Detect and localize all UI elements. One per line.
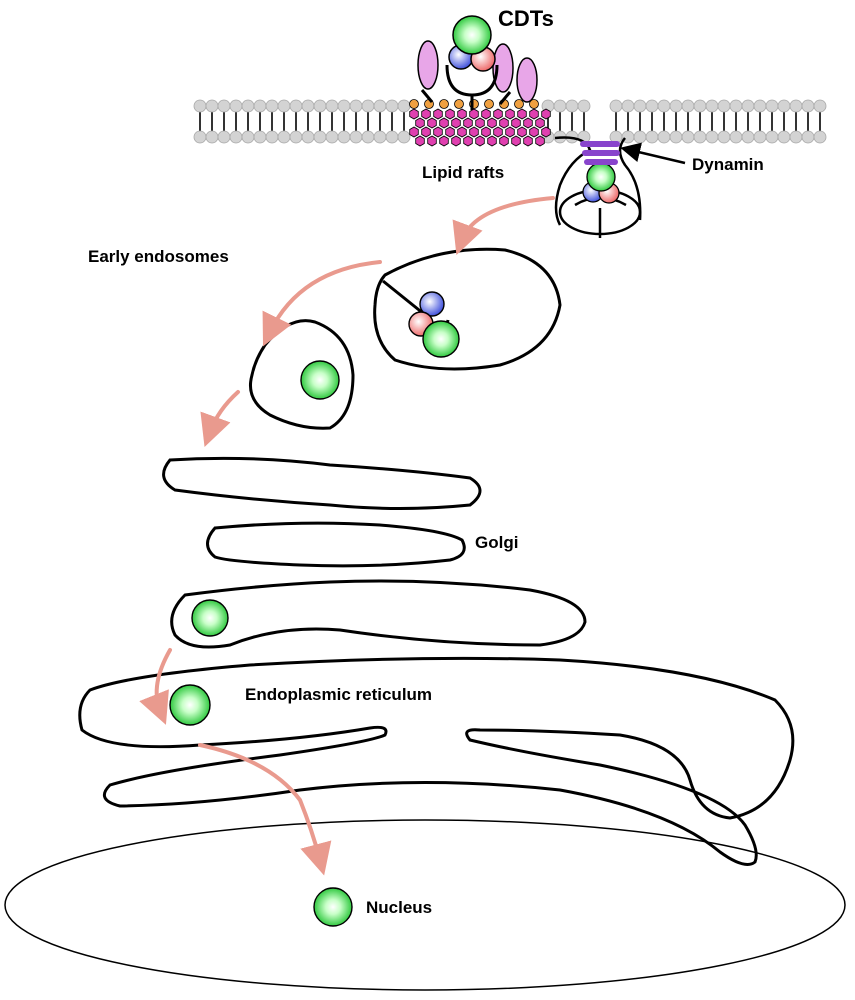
dynamin-pointer — [620, 142, 686, 165]
cdt-toxin-surface — [420, 15, 512, 110]
arrow-endosome-to-golgi — [200, 390, 240, 448]
dynamin-ring — [580, 141, 620, 165]
label-lipid-rafts: Lipid rafts — [422, 163, 504, 182]
label-nucleus: Nucleus — [366, 898, 432, 917]
label-golgi: Golgi — [475, 533, 518, 552]
early-endosome-small — [249, 319, 355, 430]
arrow-er-to-nucleus — [198, 743, 332, 876]
label-cdts: CDTs — [498, 6, 554, 31]
golgi-cisterna-2 — [206, 521, 466, 568]
arrow-endosome-to-endosome — [262, 260, 382, 347]
arrow-pit-to-endosome — [452, 196, 555, 255]
cdt-subunit-nucleus — [313, 887, 353, 927]
early-endosome-large — [373, 247, 562, 371]
label-early-endosomes: Early endosomes — [88, 247, 229, 266]
golgi-cisterna-1 — [162, 456, 482, 510]
golgi-cisterna-3 — [170, 579, 587, 649]
cdt-subunit-small-endosome — [300, 360, 340, 400]
endocytic-vesicle — [554, 136, 642, 238]
label-dynamin: Dynamin — [692, 155, 764, 174]
nucleus — [4, 819, 846, 991]
cdt-subunit-golgi — [191, 599, 229, 637]
cdt-in-endosome — [382, 279, 460, 358]
receptors — [417, 40, 538, 103]
endoplasmic-reticulum-upper — [78, 656, 795, 866]
arrow-golgi-to-er — [139, 648, 172, 725]
plasma-membrane — [193, 99, 827, 144]
cdt-subunit-er — [169, 684, 211, 726]
lipid-raft — [409, 99, 551, 147]
label-er: Endoplasmic reticulum — [245, 685, 432, 704]
